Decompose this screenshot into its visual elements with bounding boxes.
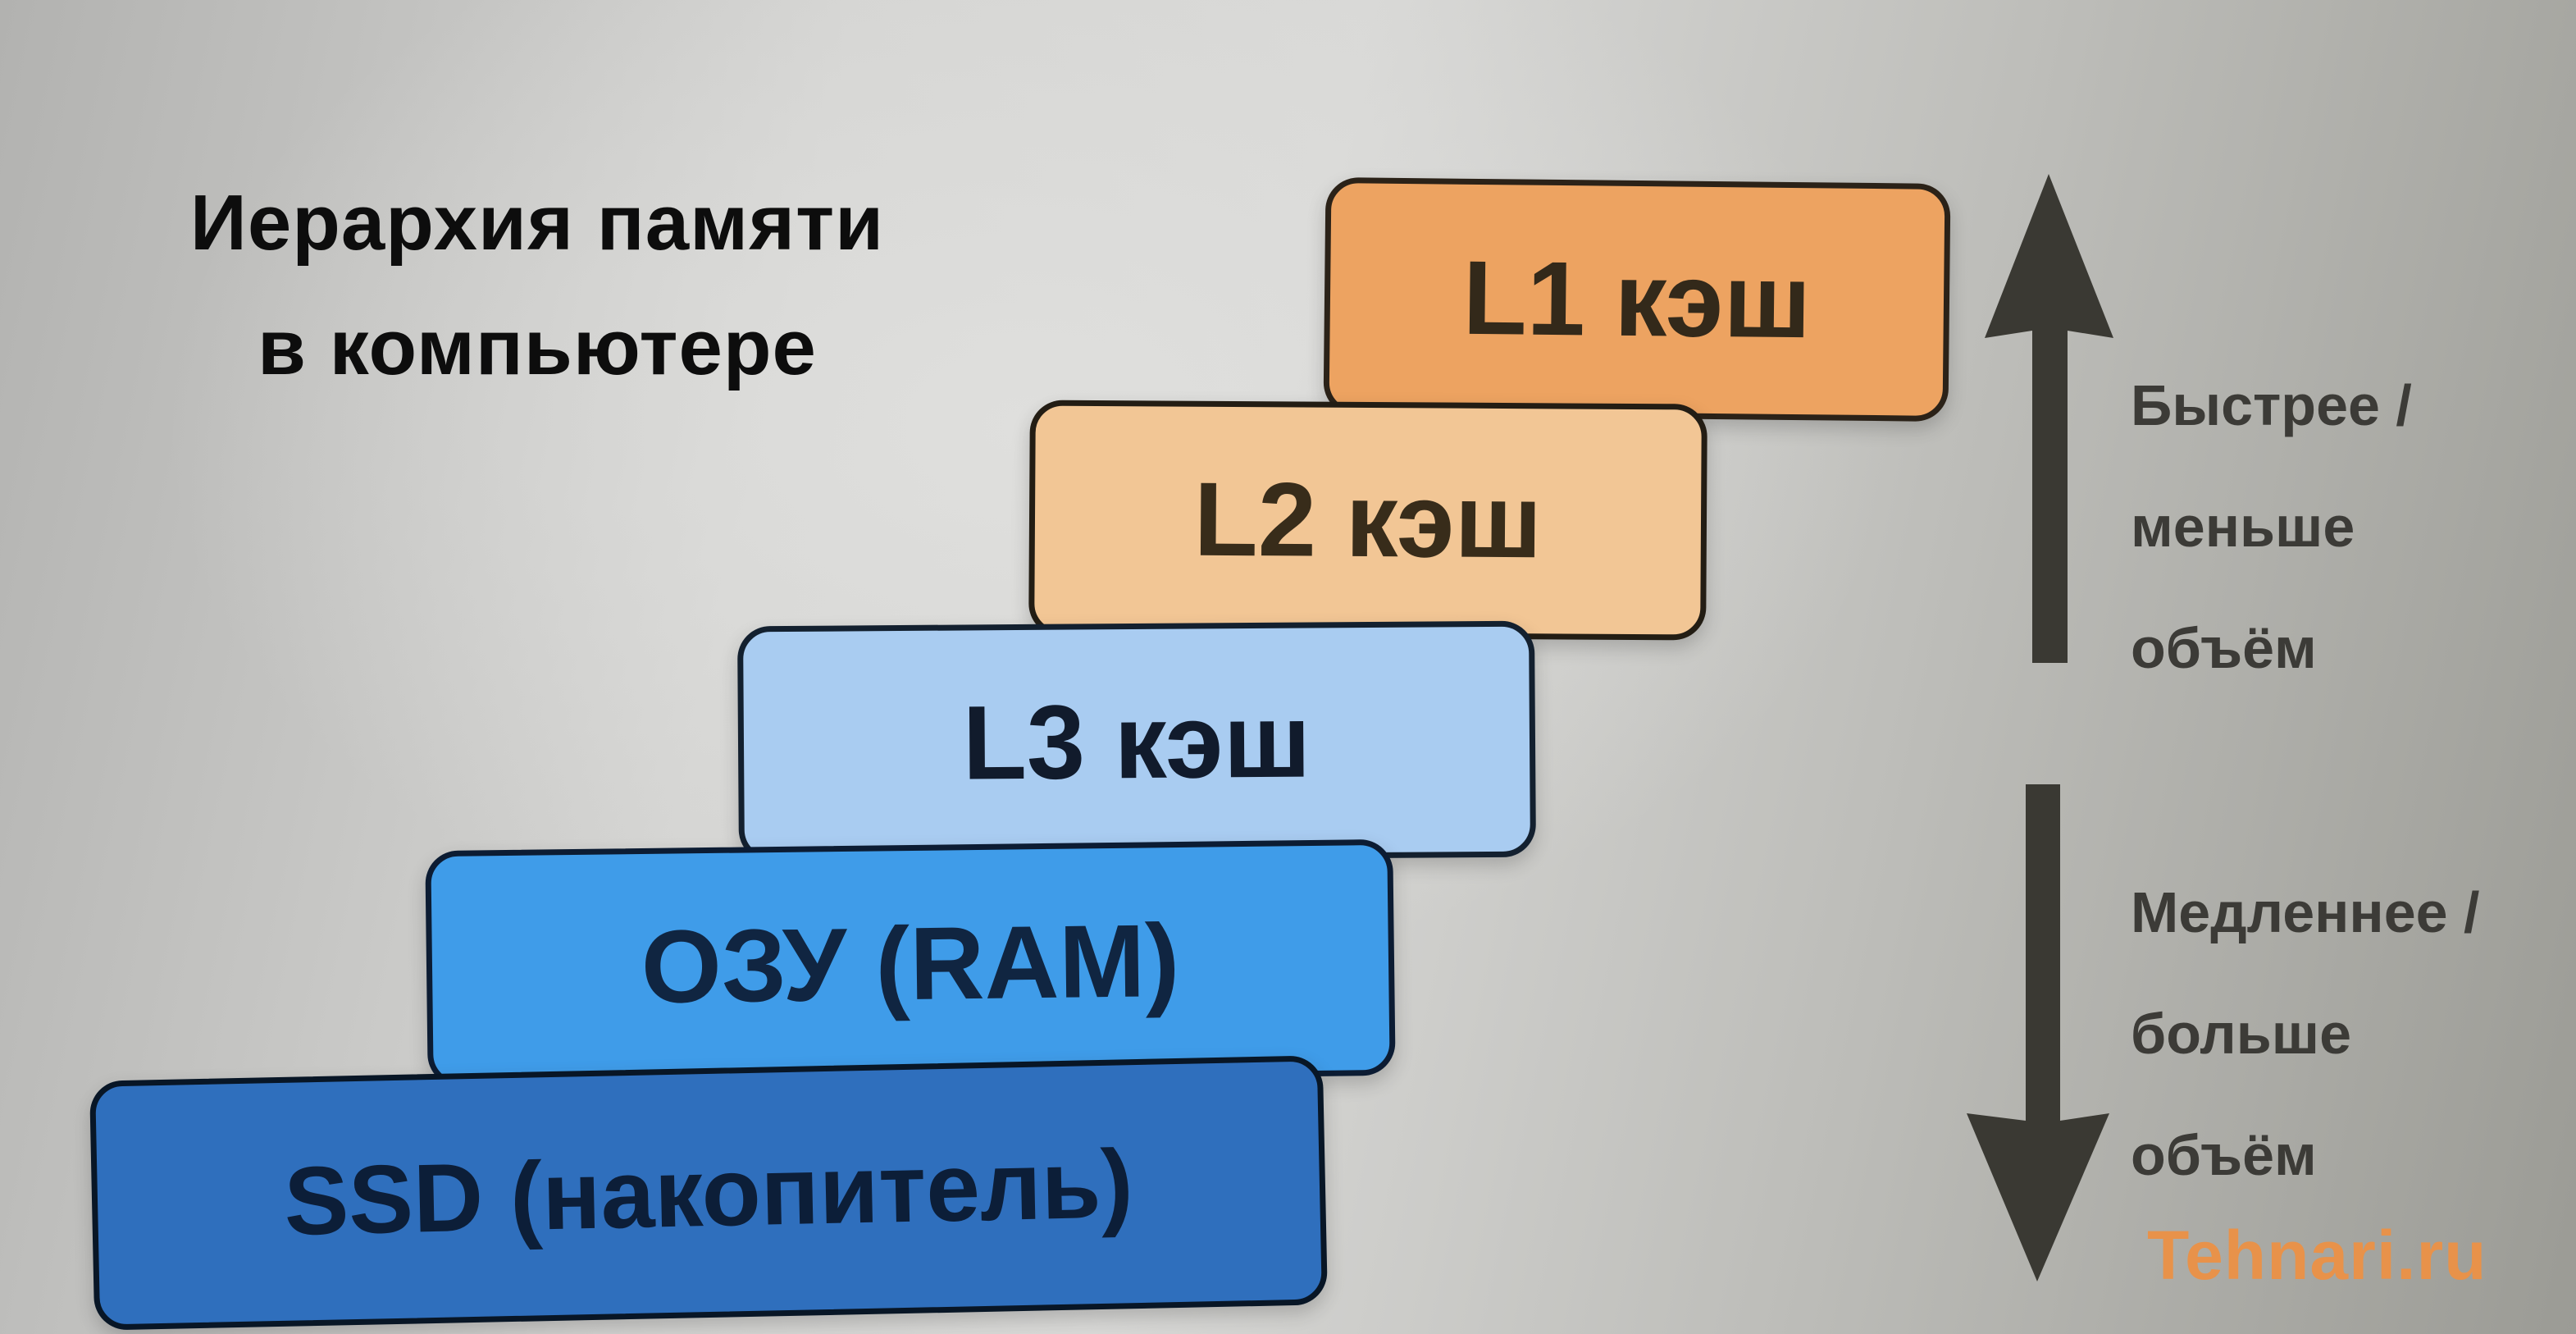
level-ssd: SSD (накопитель) [89,1055,1329,1331]
level-ram: ОЗУ (RAM) [425,838,1396,1088]
level-l2-cache-label: L2 кэш [1193,460,1543,580]
faster-line-3: объём [2131,616,2317,680]
title-line-2: в компьютере [258,304,817,391]
slower-bigger-annotation: Медленнее / больше объём [2131,852,2576,1216]
level-ssd-label: SSD (накопитель) [283,1130,1134,1256]
up-arrow-icon [1985,174,2113,663]
level-l3-cache: L3 кэш [737,620,1536,863]
faster-line-1: Быстрее / [2131,373,2412,437]
level-l2-cache: L2 кэш [1028,400,1707,641]
slower-line-1: Медленнее / [2131,880,2480,944]
tehnari-watermark: Tehnari.ru [2147,1217,2487,1294]
level-ram-label: ОЗУ (RAM) [640,902,1181,1025]
slower-line-2: больше [2131,1002,2352,1066]
level-l3-cache-label: L3 кэш [962,682,1311,802]
faster-line-2: меньше [2131,495,2355,559]
diagram-title: Иерархия памяти в компьютере [123,161,951,410]
level-l1-cache-label: L1 кэш [1461,239,1812,360]
level-l1-cache: L1 кэш [1323,177,1951,422]
title-line-1: Иерархия памяти [189,179,885,267]
faster-smaller-annotation: Быстрее / меньше объём [2131,345,2576,709]
down-arrow-icon [1967,784,2109,1281]
slower-line-3: объём [2131,1123,2317,1187]
